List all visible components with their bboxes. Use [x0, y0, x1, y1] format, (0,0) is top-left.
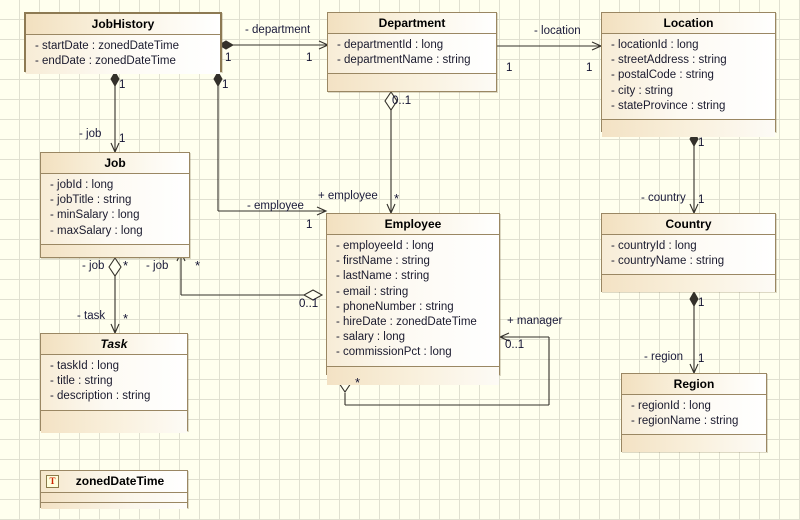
- multiplicity-employee-jobhistory: 1: [306, 219, 313, 231]
- class-title-jobhistory: JobHistory: [26, 14, 220, 35]
- edge-label-employee-left: - employee: [247, 200, 304, 212]
- edge-label-employee-plus: + employee: [318, 190, 378, 202]
- composition-diamond: [689, 290, 699, 308]
- attribute: - maxSalary : long: [50, 224, 143, 237]
- datatype-badge-icon: T: [46, 475, 59, 488]
- attribute: - minSalary : long: [50, 209, 140, 222]
- class-region[interactable]: Region - regionId : long - regionName : …: [621, 373, 767, 453]
- multiplicity-department-jobhistory: 1: [306, 52, 313, 64]
- class-operations-task: [41, 410, 187, 433]
- multiplicity-job-jobhistory: 1: [119, 133, 126, 145]
- class-department[interactable]: Department - departmentId : long - depar…: [327, 12, 497, 92]
- multiplicity-location-country: 1: [698, 137, 705, 149]
- attribute: - phoneNumber : string: [336, 300, 454, 313]
- edge-label-country: - country: [641, 192, 686, 204]
- class-attributes-region: - regionId : long - regionName : string: [622, 395, 766, 436]
- multiplicity-jobhistory-department: 1: [225, 52, 232, 64]
- edge-label-job-right: - job: [146, 260, 169, 272]
- attribute: - endDate : zonedDateTime: [35, 55, 176, 68]
- multiplicity-country-region: 1: [698, 297, 705, 309]
- attribute: - startDate : zonedDateTime: [35, 40, 180, 52]
- class-operations-country: [602, 275, 775, 293]
- multiplicity-employee-department: *: [394, 191, 400, 206]
- aggregation-diamond: [108, 257, 122, 277]
- class-task[interactable]: Task - taskId : long - title : string - …: [40, 333, 188, 433]
- class-operations-location: [602, 120, 775, 138]
- attribute: - streetAddress : string: [611, 54, 727, 67]
- class-operations-department: [328, 74, 496, 92]
- multiplicity-country-location: 1: [698, 194, 705, 206]
- class-location[interactable]: Location - locationId : long - streetAdd…: [601, 12, 776, 138]
- class-attributes-country: - countryId : long - countryName : strin…: [602, 235, 775, 276]
- edge-label-department: - department: [245, 24, 311, 36]
- datatype-title: zonedDateTime: [75, 474, 165, 488]
- attribute: - regionId : long: [631, 400, 711, 412]
- edge-label-job-top: - job: [79, 128, 102, 140]
- multiplicity-jobhistory-employee-top: 1: [222, 79, 229, 91]
- edge-label-job-left: - job: [82, 260, 105, 272]
- multiplicity-manager: 0..1: [505, 339, 525, 351]
- multiplicity-employee-manager-star: *: [355, 375, 361, 390]
- multiplicity-jobhistory-job-top: 1: [119, 79, 126, 91]
- class-title-region: Region: [622, 374, 766, 395]
- class-attributes-location: - locationId : long - streetAddress : st…: [602, 34, 775, 121]
- attribute: - commissionPct : long: [336, 346, 452, 359]
- attribute: - regionName : string: [631, 415, 739, 428]
- multiplicity-department-employee: 0..1: [392, 95, 412, 107]
- attribute: - departmentName : string: [337, 54, 471, 67]
- attribute: - taskId : long: [50, 360, 120, 372]
- edge-label-location: - location: [534, 25, 581, 37]
- class-title-location: Location: [602, 13, 775, 34]
- attribute: - countryName : string: [611, 255, 725, 268]
- class-title-country: Country: [602, 214, 775, 235]
- attribute: - salary : long: [336, 331, 406, 344]
- attribute: - locationId : long: [611, 39, 699, 51]
- datatype-body-second: [41, 503, 187, 509]
- class-job[interactable]: Job - jobId : long - jobTitle : string -…: [40, 152, 190, 258]
- attribute: - departmentId : long: [337, 39, 444, 51]
- multiplicity-job-employee: *: [195, 258, 201, 273]
- datatype-header: T zonedDateTime: [41, 471, 187, 493]
- class-operations-region: [622, 435, 766, 453]
- class-jobhistory[interactable]: JobHistory - startDate : zonedDateTime -…: [24, 12, 222, 75]
- class-country[interactable]: Country - countryId : long - countryName…: [601, 213, 776, 293]
- class-title-task: Task: [41, 334, 187, 355]
- attribute: - email : string: [336, 285, 409, 298]
- attribute: - jobId : long: [50, 179, 114, 191]
- edge-label-manager: + manager: [507, 315, 563, 327]
- attribute: - countryId : long: [611, 240, 697, 252]
- attribute: - postalCode : string: [611, 69, 714, 82]
- attribute: - employeeId : long: [336, 240, 434, 252]
- class-attributes-employee: - employeeId : long - firstName : string…: [327, 235, 499, 367]
- class-attributes-jobhistory: - startDate : zonedDateTime - endDate : …: [26, 35, 220, 75]
- class-attributes-job: - jobId : long - jobTitle : string - min…: [41, 174, 189, 245]
- class-attributes-department: - departmentId : long - departmentName :…: [328, 34, 496, 75]
- attribute: - hireDate : zonedDateTime: [336, 316, 477, 329]
- class-employee[interactable]: Employee - employeeId : long - firstName…: [326, 213, 500, 385]
- datatype-body: [41, 493, 187, 503]
- class-title-job: Job: [41, 153, 189, 174]
- attribute: - jobTitle : string: [50, 194, 132, 207]
- edge-label-task: - task: [77, 310, 106, 322]
- class-title-department: Department: [328, 13, 496, 34]
- class-attributes-task: - taskId : long - title : string - descr…: [41, 355, 187, 411]
- class-title-employee: Employee: [327, 214, 499, 235]
- multiplicity-department-location: 1: [506, 62, 513, 74]
- attribute: - stateProvince : string: [611, 99, 726, 112]
- attribute: - description : string: [50, 390, 151, 403]
- multiplicity-location-department: 1: [586, 62, 593, 74]
- attribute: - lastName : string: [336, 270, 430, 283]
- class-operations-job: [41, 244, 189, 257]
- edge-label-region: - region: [644, 351, 683, 363]
- attribute: - city : string: [611, 84, 673, 97]
- datatype-zoneddatetime[interactable]: T zonedDateTime: [40, 470, 188, 509]
- attribute: - title : string: [50, 375, 113, 388]
- multiplicity-employee-job: 0..1: [299, 298, 319, 310]
- multiplicity-job-task: *: [123, 258, 129, 273]
- attribute: - firstName : string: [336, 255, 430, 268]
- multiplicity-task-job: *: [123, 311, 129, 326]
- class-operations-employee: [327, 366, 499, 385]
- multiplicity-region-country: 1: [698, 353, 705, 365]
